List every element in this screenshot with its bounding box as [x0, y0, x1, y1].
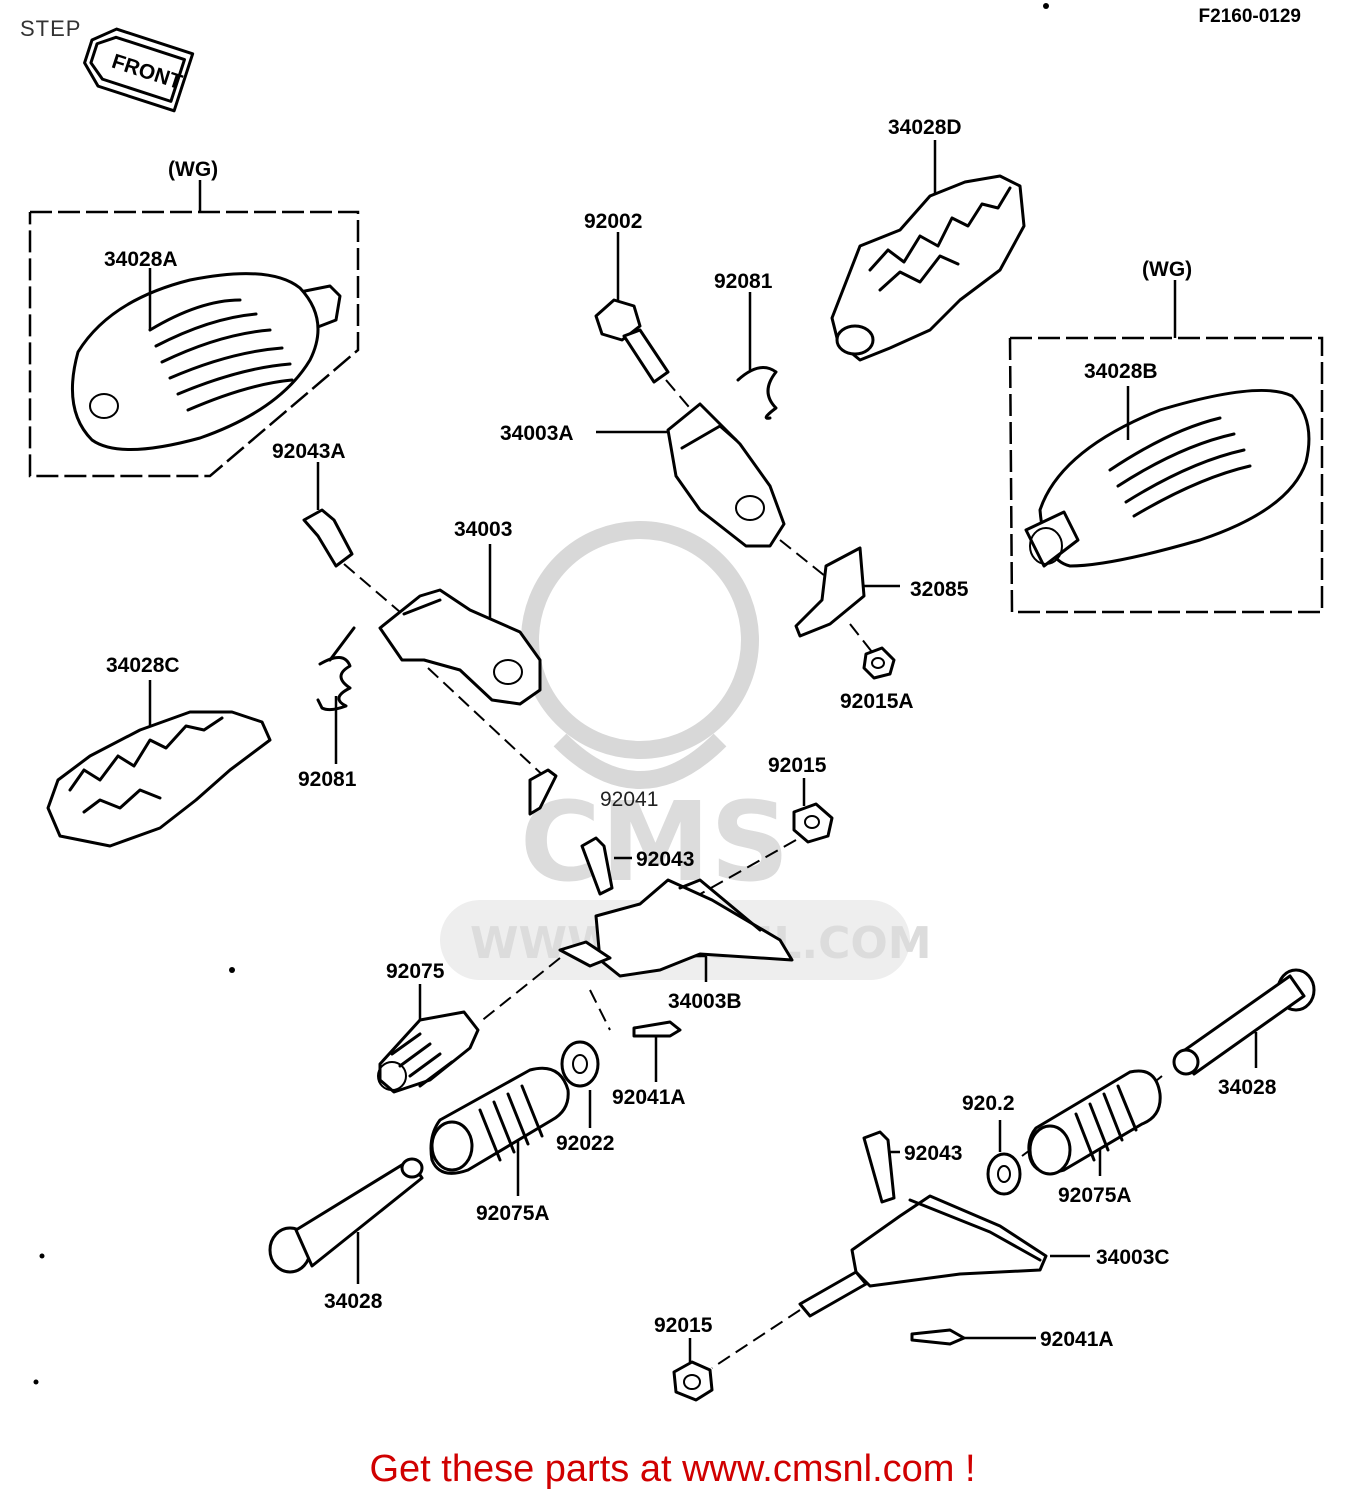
label-92041A-mid: 92041A [612, 1086, 686, 1109]
label-92041A-bottom: 92041A [1040, 1328, 1114, 1351]
cotter-pin-92041A-mid [632, 1020, 682, 1082]
label-34028C: 34028C [106, 654, 180, 677]
pin-92043-right [862, 1130, 900, 1204]
label-92015-bottom: 92015 [654, 1314, 713, 1337]
part-34028A-group [28, 180, 360, 478]
washer-92022-right [986, 1120, 1022, 1196]
label-92015A: 92015A [840, 690, 914, 713]
label-92081-top: 92081 [714, 270, 773, 293]
label-92075A-left: 92075A [476, 1202, 550, 1225]
label-34003C: 34003C [1096, 1246, 1170, 1269]
footrest-34028D [830, 140, 1026, 362]
spring-92081-left [316, 626, 356, 764]
label-34028-right: 34028 [1218, 1076, 1277, 1099]
get-parts-link[interactable]: Get these parts at www.cmsnl.com ! [369, 1448, 976, 1490]
speck-dot [229, 967, 235, 973]
front-arrow-badge: FRONT [83, 27, 195, 113]
label-92043-mid: 92043 [636, 848, 694, 871]
pin-34028-right [1172, 968, 1316, 1076]
diagram-code: F2160-0129 [1198, 6, 1301, 27]
footrest-rubber-34028A [71, 272, 342, 452]
rubber-92075A-left [429, 1066, 570, 1196]
pin-92043-mid [580, 836, 632, 896]
step-bracket-34003C [798, 1194, 1090, 1318]
footrest-rubber-34028B [1024, 388, 1311, 568]
label-92075A-right: 92075A [1058, 1184, 1132, 1207]
label-92015-mid: 92015 [768, 754, 827, 777]
bolt-92002 [594, 232, 670, 384]
nut-92015A [862, 646, 896, 680]
label-wg-right: (WG) [1142, 258, 1192, 281]
pin-92043A [302, 462, 354, 568]
label-34003A: 34003A [500, 422, 574, 445]
bracket-34003A [596, 402, 786, 548]
footrest-34028C [46, 680, 272, 848]
rubber-92075 [377, 984, 480, 1094]
bracket-34003 [378, 544, 542, 706]
speck-dot [33, 1379, 39, 1385]
rubber-92075A-right [1027, 1069, 1162, 1176]
label-92022-mid: 92022 [556, 1132, 614, 1155]
label-34028D: 34028D [888, 116, 962, 139]
step-bracket-34003B [558, 878, 794, 982]
label-92022-right: 920.2 [962, 1092, 1015, 1115]
cotter-pin-92041A-bottom [910, 1328, 1036, 1346]
cotter-pin-92041 [528, 768, 558, 816]
nut-92015-bottom [672, 1338, 714, 1402]
label-wg-left: (WG) [168, 158, 218, 181]
washer-92022-mid [560, 1040, 600, 1128]
label-92043A: 92043A [272, 440, 346, 463]
label-92081-left: 92081 [298, 768, 357, 791]
label-34028B: 34028B [1084, 360, 1158, 383]
part-34028B-group [1008, 280, 1324, 614]
part-32085 [794, 546, 900, 638]
spring-92081-top [736, 292, 778, 420]
speck-dot [1043, 3, 1049, 9]
page-title: STEP [20, 16, 82, 41]
nut-92015-mid [792, 778, 834, 844]
label-32085: 32085 [910, 578, 969, 601]
label-34003: 34003 [454, 518, 512, 541]
label-34003B: 34003B [668, 990, 742, 1013]
label-92075: 92075 [386, 960, 445, 983]
label-92041: 92041 [600, 788, 658, 811]
pin-34028-left [268, 1157, 424, 1284]
label-92043-right: 92043 [904, 1142, 962, 1165]
label-34028A: 34028A [104, 248, 178, 271]
label-34028-left: 34028 [324, 1290, 383, 1313]
svg-text:CMS: CMS [520, 778, 789, 906]
label-92002: 92002 [584, 210, 642, 233]
speck-dot [39, 1253, 45, 1259]
